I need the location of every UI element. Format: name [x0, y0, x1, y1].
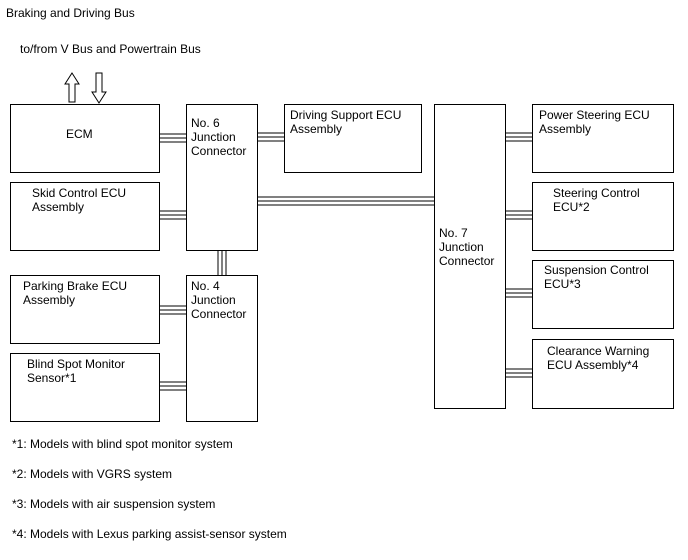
- parking-brake-ecu-box: Parking Brake ECU Assembly: [10, 275, 160, 344]
- ecm-box: ECM: [10, 104, 160, 173]
- driving-support-ecu-box: Driving Support ECU Assembly: [284, 104, 422, 173]
- skid-control-ecu-box: Skid Control ECU Assembly: [10, 182, 160, 251]
- steering-control-ecu-label: Steering Control ECU*2: [553, 186, 640, 214]
- suspension-control-ecu-label: Suspension Control ECU*3: [544, 263, 649, 291]
- wire-jc7-clearance: [506, 368, 532, 378]
- junction-connector-6: No. 6 Junction Connector: [186, 104, 258, 251]
- diagram-title: Braking and Driving Bus: [6, 6, 135, 20]
- up-arrow-icon: [64, 72, 80, 103]
- ecm-label: ECM: [66, 127, 93, 141]
- junction-connector-6-label: No. 6 Junction Connector: [191, 116, 247, 158]
- parking-brake-ecu-label: Parking Brake ECU Assembly: [23, 279, 128, 307]
- skid-control-ecu-label: Skid Control ECU Assembly: [32, 186, 127, 214]
- wire-jc7-suspension: [506, 288, 532, 298]
- wire-jc6-jc4: [217, 250, 227, 276]
- clearance-warning-ecu-box: Clearance Warning ECU Assembly*4: [532, 339, 674, 409]
- footnote-1: *1: Models with blind spot monitor syste…: [12, 437, 233, 451]
- wire-skid-jc6: [160, 210, 186, 220]
- steering-control-ecu-box: Steering Control ECU*2: [532, 182, 674, 251]
- junction-connector-7: No. 7 Junction Connector: [434, 104, 506, 409]
- junction-connector-4: No. 4 Junction Connector: [186, 275, 258, 422]
- wire-jc6-jc7: [258, 196, 434, 206]
- power-steering-ecu-box: Power Steering ECU Assembly: [532, 104, 674, 173]
- power-steering-ecu-label: Power Steering ECU Assembly: [539, 108, 650, 136]
- driving-support-ecu-label: Driving Support ECU Assembly: [290, 108, 402, 136]
- blind-spot-monitor-box: Blind Spot Monitor Sensor*1: [10, 353, 160, 422]
- wire-jc7-steering-control: [506, 210, 532, 220]
- wire-jc6-driving-support: [258, 132, 284, 142]
- wire-parking-jc4: [160, 305, 186, 315]
- blind-spot-monitor-label: Blind Spot Monitor Sensor*1: [27, 357, 126, 385]
- footnote-4: *4: Models with Lexus parking assist-sen…: [12, 527, 287, 541]
- junction-connector-4-label: No. 4 Junction Connector: [191, 279, 247, 321]
- junction-connector-7-label: No. 7 Junction Connector: [439, 226, 495, 268]
- wire-jc7-power-steering: [506, 132, 532, 142]
- footnote-2: *2: Models with VGRS system: [12, 467, 173, 481]
- down-arrow-icon: [91, 72, 107, 104]
- clearance-warning-ecu-label: Clearance Warning ECU Assembly*4: [547, 344, 650, 372]
- diagram-subtitle: to/from V Bus and Powertrain Bus: [20, 42, 201, 56]
- suspension-control-ecu-box: Suspension Control ECU*3: [532, 260, 674, 329]
- footnote-3: *3: Models with air suspension system: [12, 497, 216, 511]
- wire-blind-jc4: [160, 381, 186, 391]
- wire-ecm-jc6: [160, 133, 186, 143]
